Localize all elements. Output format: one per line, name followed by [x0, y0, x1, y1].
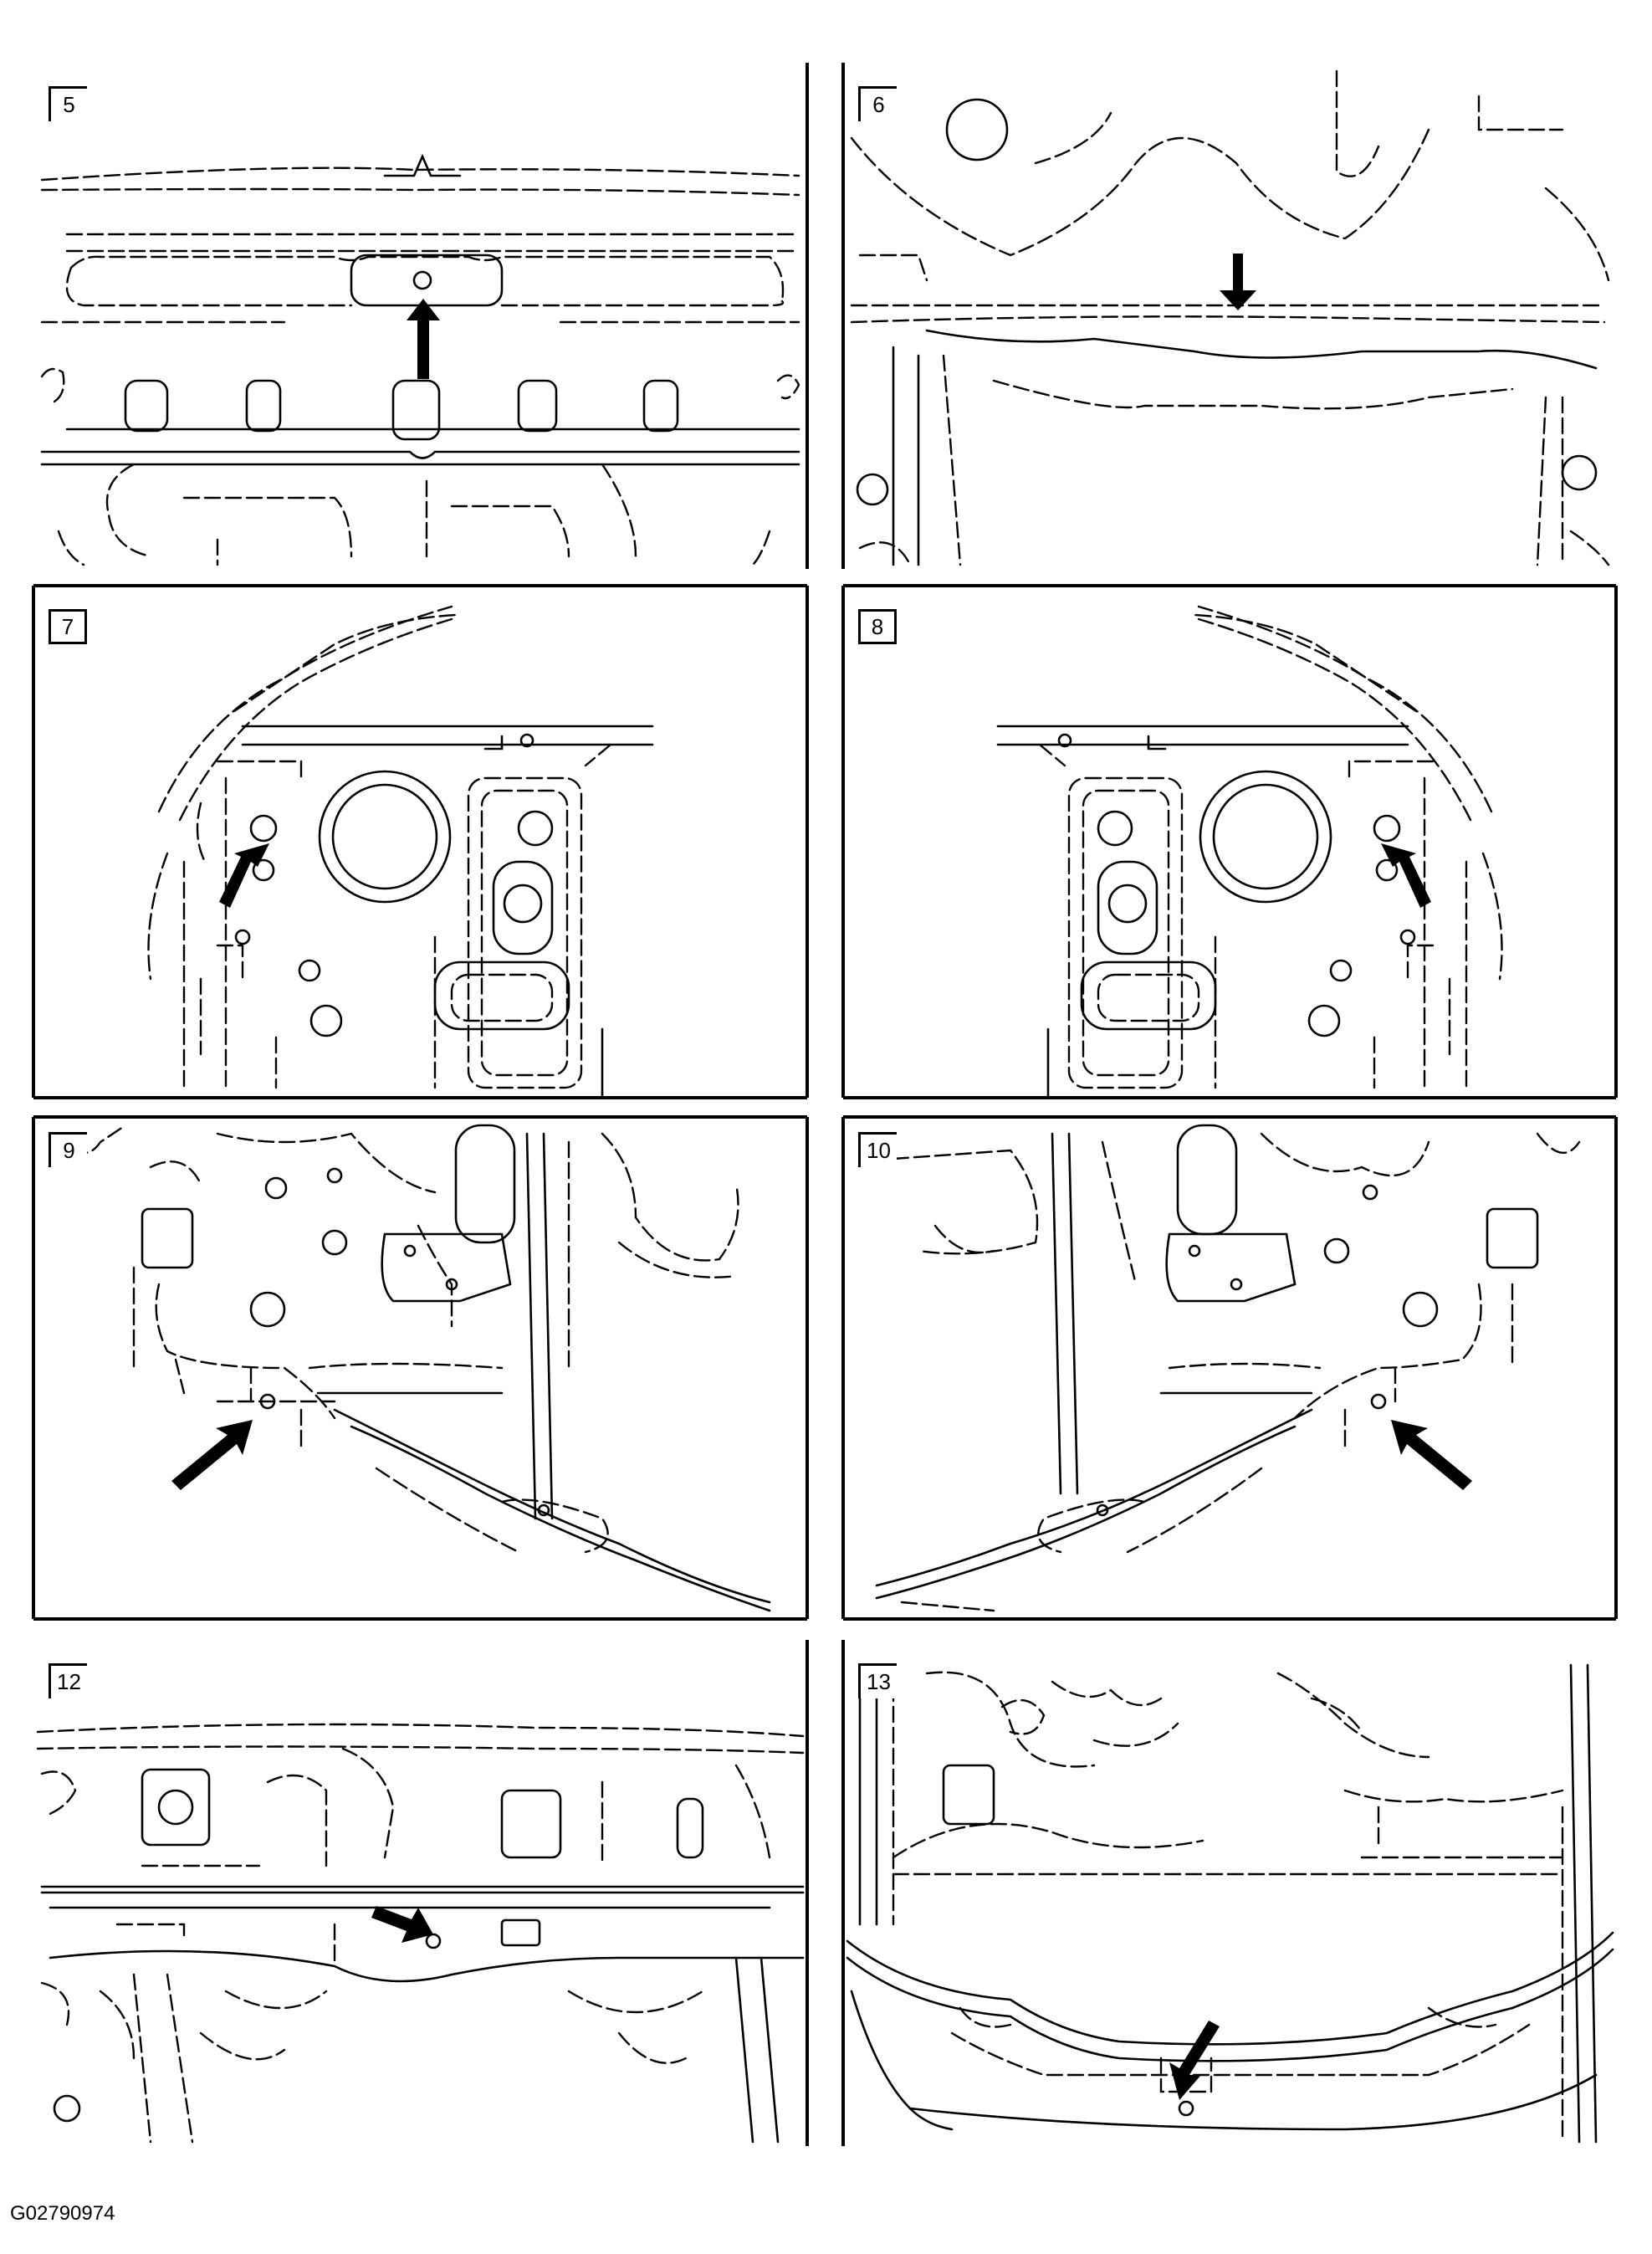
panel-9: 9 [33, 1117, 807, 1619]
panel-5-arrow-icon [407, 299, 440, 379]
panel-5-drawing [40, 153, 800, 566]
panel-6: 6 [843, 63, 1616, 569]
panel-8: 8 [843, 586, 1616, 1098]
panel-5: 5 [33, 63, 807, 569]
panel-12-drawing [36, 1723, 805, 2144]
panel-10-drawing [875, 1124, 1581, 1612]
panel-5-number: 5 [49, 86, 87, 121]
panel-10-arrow-icon [1391, 1420, 1472, 1490]
panel-7-arrow-icon [219, 843, 269, 908]
panel-7-drawing [147, 605, 654, 1098]
panel-13: 13 [843, 1640, 1616, 2146]
panel-12-number: 12 [49, 1663, 87, 1698]
panel-6-number: 6 [858, 86, 897, 121]
panel-12-arrow-icon [371, 1906, 433, 1943]
panel-13-drawing [846, 1663, 1614, 2144]
panel-9-drawing [57, 1124, 771, 1612]
panel-7: 7 [33, 586, 807, 1098]
panel-13-arrow-icon [1169, 2021, 1220, 2100]
panel-7-number: 7 [49, 609, 87, 644]
panel-10-number: 10 [858, 1132, 897, 1167]
panel-6-drawing [850, 69, 1610, 566]
panel-13-number: 13 [858, 1663, 897, 1698]
panel-9-number: 9 [49, 1132, 87, 1167]
panel-8-drawing [996, 605, 1503, 1098]
panel-12: 12 [33, 1640, 807, 2146]
panel-8-arrow-icon [1381, 843, 1431, 908]
panel-9-arrow-icon [171, 1420, 253, 1490]
panel-8-number: 8 [858, 609, 897, 644]
figure-id: G02790974 [10, 2202, 115, 2225]
panel-6-arrow-icon [1220, 254, 1256, 310]
panel-10: 10 [843, 1117, 1616, 1619]
